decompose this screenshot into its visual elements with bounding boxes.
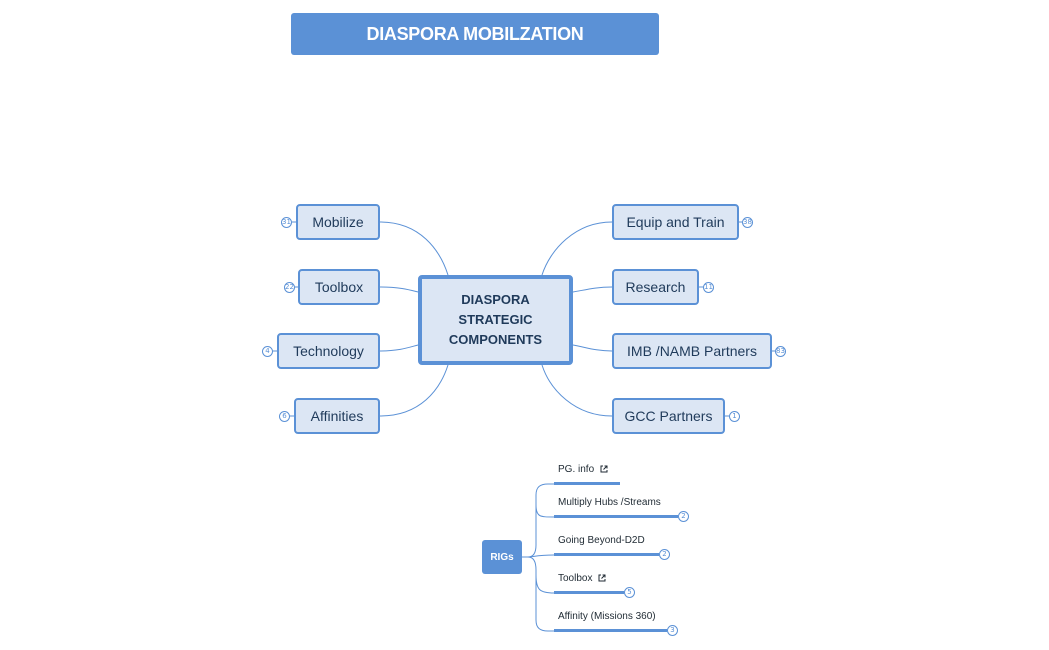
rig-item-underline — [554, 629, 667, 632]
node-label: Equip and Train — [626, 214, 725, 230]
node-affinities[interactable]: Affinities — [294, 398, 380, 434]
rig-item-label: Toolbox — [558, 573, 593, 584]
map-title[interactable]: DIASPORA MOBILZATION — [291, 13, 659, 55]
rig-item-underline — [554, 553, 659, 556]
count-badge: 6 — [279, 411, 290, 422]
rig-item-underline — [554, 515, 678, 518]
rig-item-pg-info[interactable]: PG. info — [558, 464, 608, 475]
node-label: Toolbox — [314, 279, 364, 295]
node-research[interactable]: Research — [612, 269, 699, 305]
node-gcc-partners[interactable]: GCC Partners — [612, 398, 725, 434]
count-badge: 5 — [624, 587, 635, 598]
rig-item-label: Affinity (Missions 360) — [558, 611, 656, 622]
node-label: Research — [625, 279, 686, 295]
node-label: GCC Partners — [624, 408, 713, 424]
count-badge: 83 — [775, 346, 786, 357]
central-topic-line: COMPONENTS — [448, 332, 543, 347]
count-badge: 22 — [284, 282, 295, 293]
node-label: IMB /NAMB Partners — [627, 343, 757, 359]
count-badge: 38 — [742, 217, 753, 228]
count-badge: 2 — [678, 511, 689, 522]
rig-item-underline — [554, 482, 620, 485]
central-topic[interactable]: DIASPORA STRATEGIC COMPONENTS — [418, 275, 573, 365]
node-imb-namb-partners[interactable]: IMB /NAMB Partners — [612, 333, 772, 369]
count-badge: 31 — [281, 217, 292, 228]
count-badge: 11 — [703, 282, 714, 293]
rig-item-underline — [554, 591, 624, 594]
rig-item-label: Going Beyond-D2D — [558, 535, 645, 546]
central-topic-line: DIASPORA — [461, 292, 530, 307]
rig-item-toolbox[interactable]: Toolbox — [558, 573, 606, 584]
count-badge: 2 — [659, 549, 670, 560]
count-badge: 3 — [667, 625, 678, 636]
rig-item-multiply-hubs[interactable]: Multiply Hubs /Streams — [558, 497, 661, 508]
external-link-icon[interactable] — [600, 465, 608, 473]
node-mobilize[interactable]: Mobilize — [296, 204, 380, 240]
node-label: Affinities — [310, 408, 364, 424]
node-technology[interactable]: Technology — [277, 333, 380, 369]
rig-item-going-beyond[interactable]: Going Beyond-D2D — [558, 535, 645, 546]
node-toolbox[interactable]: Toolbox — [298, 269, 380, 305]
rig-item-affinity[interactable]: Affinity (Missions 360) — [558, 611, 656, 622]
central-topic-line: STRATEGIC — [458, 312, 533, 327]
node-label: Technology — [293, 343, 364, 359]
external-link-icon[interactable] — [598, 574, 606, 582]
node-label: Mobilize — [312, 214, 364, 230]
rig-item-label: Multiply Hubs /Streams — [558, 497, 661, 508]
count-badge: 4 — [262, 346, 273, 357]
rig-item-label: PG. info — [558, 464, 595, 475]
count-badge: 1 — [729, 411, 740, 422]
node-equip-and-train[interactable]: Equip and Train — [612, 204, 739, 240]
rigs-topic[interactable]: RIGs — [482, 540, 522, 574]
